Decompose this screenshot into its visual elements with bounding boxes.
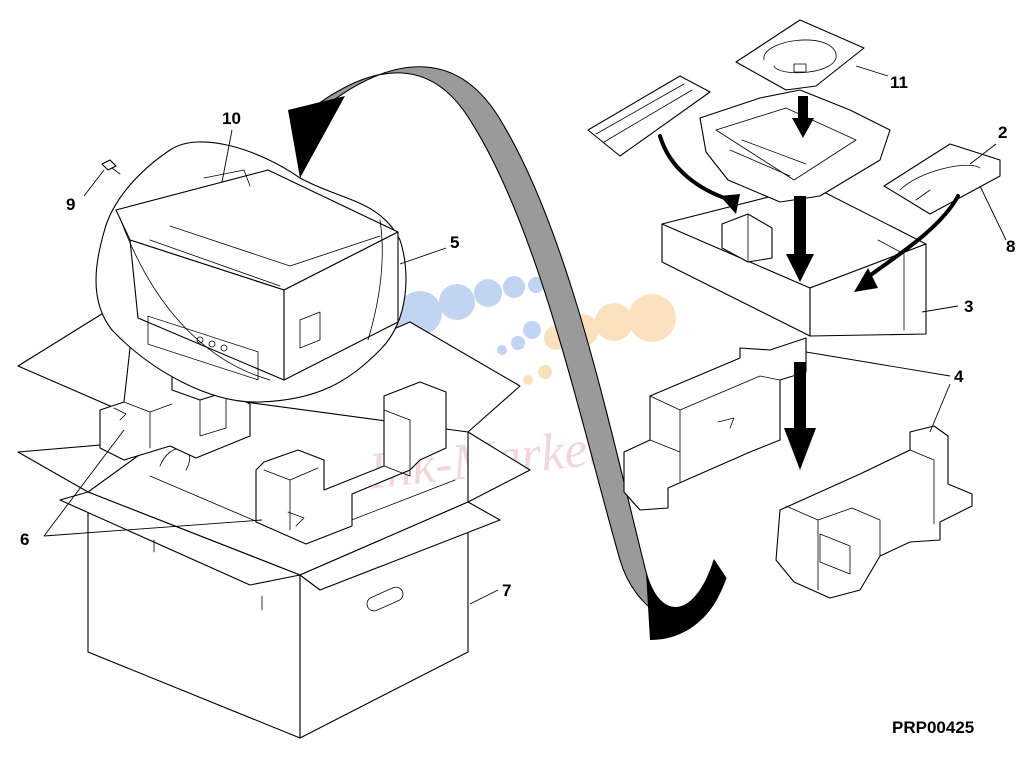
callout-11: 11 xyxy=(890,73,908,92)
right-foam-insert-upper xyxy=(623,337,807,511)
callout-10: 10 xyxy=(222,109,241,128)
printer-in-bag xyxy=(95,141,407,403)
callout-3: 3 xyxy=(964,297,973,316)
bagged-accessory-left xyxy=(587,75,711,157)
bagged-cable xyxy=(735,19,865,91)
bagged-document-holder xyxy=(699,89,891,203)
figure-id: PRP00425 xyxy=(892,718,974,737)
screw-icon xyxy=(101,159,121,175)
right-foam-insert-lower xyxy=(775,425,973,599)
callout-6: 6 xyxy=(20,530,29,549)
callout-2: 2 xyxy=(998,123,1007,142)
curved-assembly-arrow xyxy=(288,66,727,640)
callout-labels: 2 3 4 5 6 7 8 9 10 11 xyxy=(20,73,1015,600)
accessory-tray xyxy=(661,185,927,337)
bagged-power-cord xyxy=(883,143,1001,215)
assembly-arrows xyxy=(658,96,960,470)
callout-9: 9 xyxy=(66,195,75,214)
callout-8: 8 xyxy=(1006,237,1015,256)
callout-4: 4 xyxy=(954,367,964,386)
shipping-carton xyxy=(17,311,531,739)
leader-lines xyxy=(43,65,1007,605)
callout-7: 7 xyxy=(502,581,511,600)
left-foam-insert-front xyxy=(255,381,447,545)
callout-5: 5 xyxy=(450,233,459,252)
